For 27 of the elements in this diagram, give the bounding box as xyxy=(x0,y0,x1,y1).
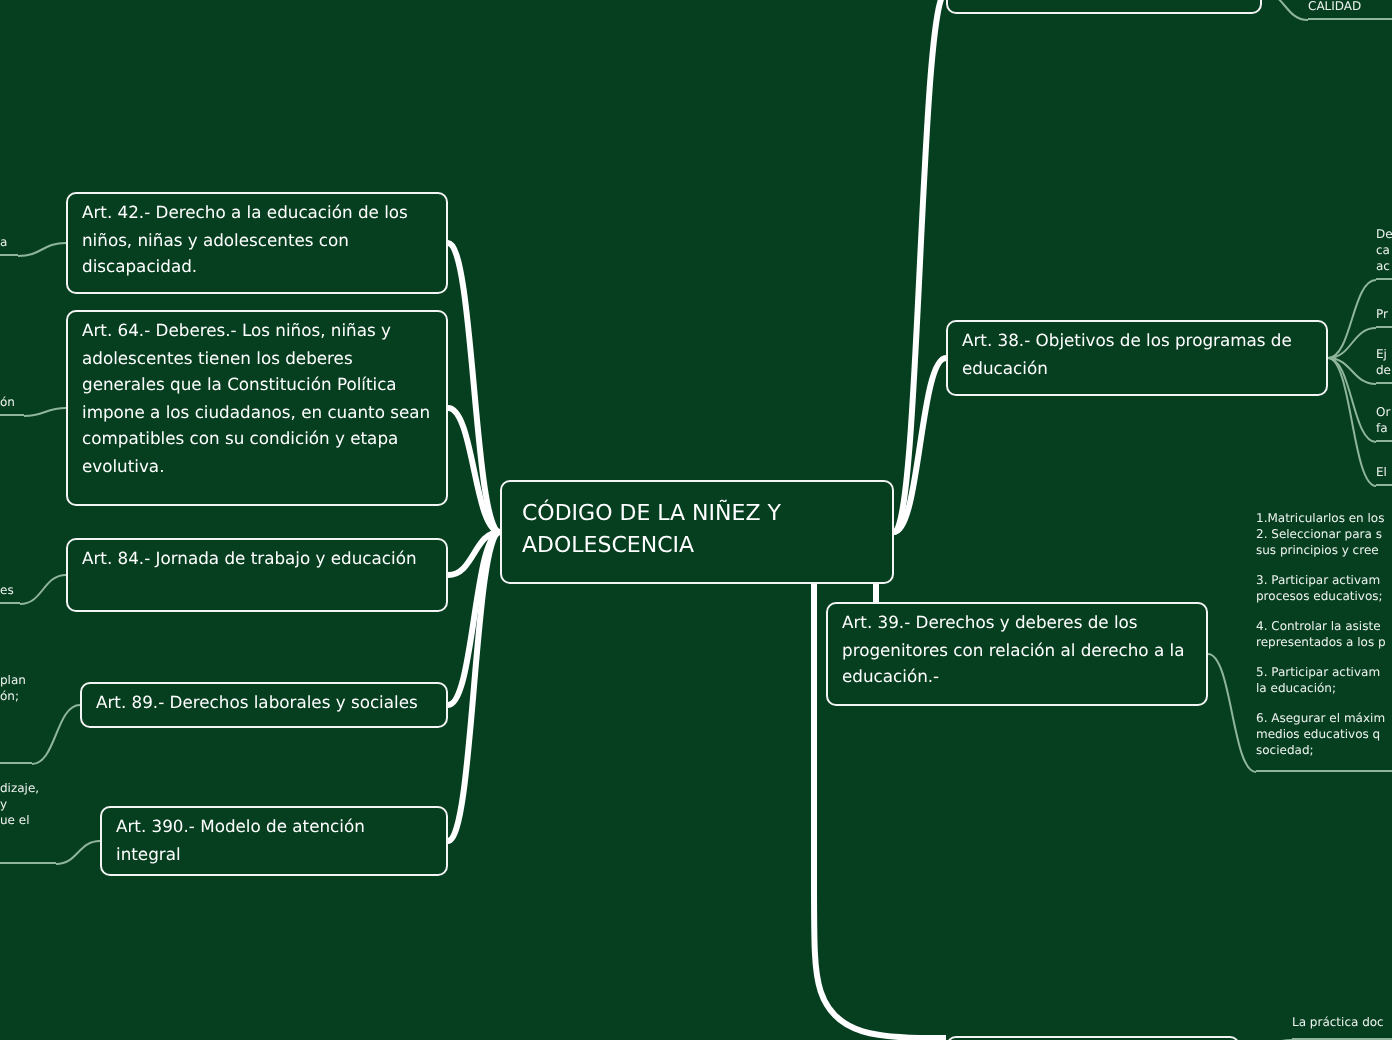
central-topic-box: CÓDIGO DE LA NIÑEZ Y ADOLESCENCIA xyxy=(500,480,894,584)
connector-line xyxy=(1207,653,1257,773)
topic-box: Art. 390.- Modelo de atención integral xyxy=(100,806,448,876)
connector-line xyxy=(1327,357,1377,385)
connector-line xyxy=(445,240,503,535)
topic-box: Art. 64.- Deberes.- Los niños, niñas y adolescentes tienen los deberes generales que la Constitución Política impone a los ciudadanos, en cuanto sean compatibles con su condición y etapa evolutiva. xyxy=(66,310,448,506)
topic-box: Art. 42.- Derecho a la educación de los niños, niñas y adolescentes con discapacidad. xyxy=(66,192,448,294)
connector-line xyxy=(445,529,503,844)
connector-line xyxy=(446,405,502,535)
connector-line xyxy=(31,704,81,765)
connector-line xyxy=(811,584,946,1040)
connector-line xyxy=(1327,327,1377,359)
connector-line xyxy=(23,407,67,417)
connector-line xyxy=(17,242,67,257)
topic-box: Art. 38.- Objetivos de los programas de educación xyxy=(946,320,1328,396)
connector-line xyxy=(19,574,67,605)
topic-box: Art. 39.- Derechos y deberes de los progenitores con relación al derecho a la educación.- xyxy=(826,602,1208,706)
connector-line xyxy=(873,584,879,602)
connector-line xyxy=(891,0,949,534)
connector-line xyxy=(55,840,101,865)
connector-line xyxy=(1327,357,1377,443)
connector-line xyxy=(892,355,948,535)
connector-line xyxy=(1327,357,1377,487)
topic-box: Art. 84.- Jornada de trabajo y educación xyxy=(66,538,448,612)
topic-box: Art. 89.- Derechos laborales y sociales xyxy=(80,682,448,728)
connector-line xyxy=(1327,279,1377,359)
connector-line xyxy=(446,529,502,708)
